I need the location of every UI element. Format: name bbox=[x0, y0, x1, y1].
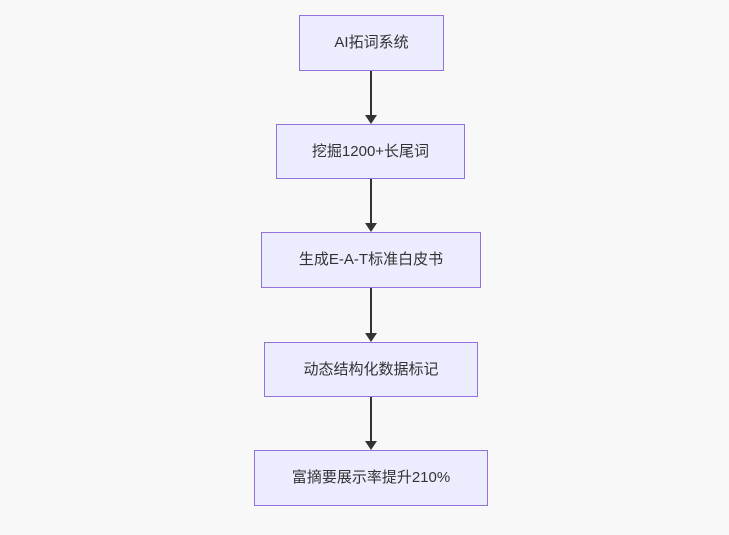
edge-n2-n3 bbox=[361, 179, 381, 232]
edge-line bbox=[370, 288, 372, 335]
flow-node-longtail-keywords: 挖掘1200+长尾词 bbox=[276, 124, 465, 179]
flow-node-label: 富摘要展示率提升210% bbox=[291, 469, 451, 486]
arrowhead-down-icon bbox=[365, 115, 377, 124]
edge-line bbox=[370, 179, 372, 225]
flow-node-rich-snippet-rate: 富摘要展示率提升210% bbox=[254, 450, 488, 506]
edge-line bbox=[370, 397, 372, 443]
edge-n1-n2 bbox=[361, 71, 381, 124]
flow-node-eat-whitepaper: 生成E-A-T标准白皮书 bbox=[261, 232, 481, 288]
flow-node-structured-data-markup: 动态结构化数据标记 bbox=[264, 342, 478, 397]
arrowhead-down-icon bbox=[365, 333, 377, 342]
edge-n4-n5 bbox=[361, 397, 381, 450]
arrowhead-down-icon bbox=[365, 223, 377, 232]
arrowhead-down-icon bbox=[365, 441, 377, 450]
flow-node-label: 挖掘1200+长尾词 bbox=[311, 142, 430, 160]
flow-node-label: 动态结构化数据标记 bbox=[303, 360, 439, 378]
flow-node-ai-keyword-system: AI拓词系统 bbox=[299, 15, 444, 71]
flow-node-label: 生成E-A-T标准白皮书 bbox=[298, 251, 444, 268]
edge-line bbox=[370, 71, 372, 117]
flow-node-label: AI拓词系统 bbox=[334, 34, 409, 51]
edge-n3-n4 bbox=[361, 288, 381, 342]
